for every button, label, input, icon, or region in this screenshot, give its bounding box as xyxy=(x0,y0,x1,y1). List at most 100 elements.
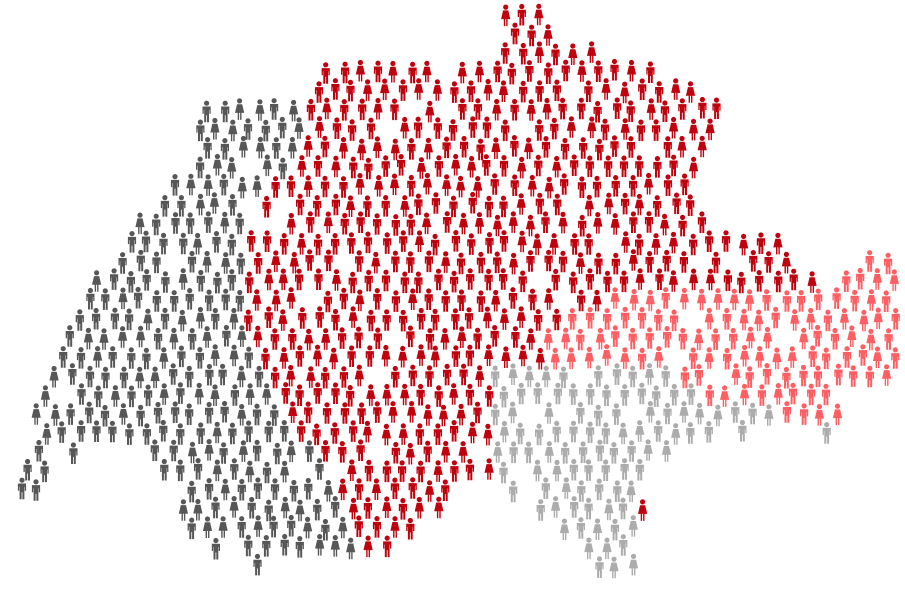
person-icon xyxy=(339,366,348,388)
person-icon xyxy=(484,268,493,291)
person-icon xyxy=(604,192,614,215)
person-icon xyxy=(127,385,136,408)
person-icon xyxy=(315,306,324,328)
person-icon xyxy=(373,60,383,83)
person-icon xyxy=(543,328,553,350)
person-icon xyxy=(228,119,238,142)
person-icon xyxy=(143,308,153,331)
person-icon xyxy=(177,195,186,217)
person-icon xyxy=(498,80,509,102)
person-icon xyxy=(645,251,654,273)
person-icon xyxy=(646,61,655,83)
person-icon xyxy=(108,420,117,443)
person-icon xyxy=(601,422,610,444)
person-icon xyxy=(536,499,545,521)
person-icon xyxy=(534,3,544,26)
person-icon xyxy=(576,328,585,351)
person-icon xyxy=(510,174,519,196)
person-icon xyxy=(509,441,518,463)
person-icon xyxy=(323,290,332,313)
person-icon xyxy=(227,233,236,256)
person-icon xyxy=(423,137,433,160)
person-icon xyxy=(142,347,151,370)
person-icon xyxy=(558,211,568,234)
person-icon xyxy=(381,155,390,177)
person-icon xyxy=(245,383,255,405)
person-icon xyxy=(773,383,783,405)
person-icon xyxy=(289,479,298,502)
person-icon xyxy=(331,233,340,255)
person-icon xyxy=(252,289,262,311)
person-icon xyxy=(364,157,373,180)
person-icon xyxy=(237,404,247,426)
person-icon xyxy=(416,460,425,483)
person-icon xyxy=(434,385,443,407)
person-icon xyxy=(593,100,602,123)
person-icon xyxy=(847,325,857,347)
person-icon xyxy=(449,383,459,405)
person-icon xyxy=(203,174,213,196)
person-icon xyxy=(558,97,567,120)
person-icon xyxy=(501,119,510,142)
person-icon xyxy=(219,173,228,196)
person-icon xyxy=(205,478,214,500)
person-icon xyxy=(660,213,670,236)
person-icon xyxy=(611,325,620,347)
person-icon xyxy=(441,479,450,501)
person-icon xyxy=(637,307,647,329)
person-icon xyxy=(457,61,467,84)
person-icon xyxy=(482,306,492,329)
person-icon xyxy=(169,327,179,350)
person-icon xyxy=(532,459,543,482)
person-icon xyxy=(287,514,296,537)
person-icon xyxy=(357,138,367,161)
person-icon xyxy=(193,232,203,255)
person-icon xyxy=(425,365,434,387)
person-icon xyxy=(685,81,696,103)
person-icon xyxy=(485,385,494,407)
person-icon xyxy=(595,138,604,161)
person-icon xyxy=(355,173,365,195)
person-icon xyxy=(161,271,170,293)
person-icon xyxy=(185,365,194,388)
person-icon xyxy=(872,268,882,290)
person-icon xyxy=(584,537,594,560)
person-icon xyxy=(884,252,893,275)
person-icon xyxy=(552,155,562,178)
person-icon xyxy=(188,328,197,350)
person-icon xyxy=(431,308,440,331)
person-icon xyxy=(626,59,637,82)
person-icon xyxy=(584,346,594,369)
person-icon xyxy=(85,401,94,424)
person-icon xyxy=(566,347,576,369)
person-icon xyxy=(585,268,594,290)
person-icon xyxy=(407,174,416,197)
person-icon xyxy=(654,346,664,368)
person-icon xyxy=(289,251,299,274)
person-icon xyxy=(594,404,603,427)
person-icon xyxy=(331,193,340,216)
person-icon xyxy=(679,401,689,423)
person-icon xyxy=(400,116,410,139)
person-icon xyxy=(348,271,357,294)
person-icon xyxy=(390,98,399,121)
person-icon xyxy=(264,268,274,291)
person-icon xyxy=(408,61,417,84)
person-icon xyxy=(235,98,245,120)
person-icon xyxy=(745,289,755,311)
person-icon xyxy=(491,137,501,159)
person-icon xyxy=(244,534,253,557)
person-icon xyxy=(382,460,391,483)
person-icon xyxy=(451,153,461,176)
person-icon xyxy=(635,155,644,177)
person-icon xyxy=(366,117,376,140)
person-icon xyxy=(638,78,647,100)
person-icon xyxy=(635,233,644,256)
person-icon xyxy=(321,518,330,541)
person-icon xyxy=(484,195,494,218)
person-icon xyxy=(620,458,629,480)
person-icon xyxy=(662,249,671,272)
person-icon xyxy=(541,365,551,388)
person-icon xyxy=(135,366,145,389)
person-icon xyxy=(433,117,442,139)
